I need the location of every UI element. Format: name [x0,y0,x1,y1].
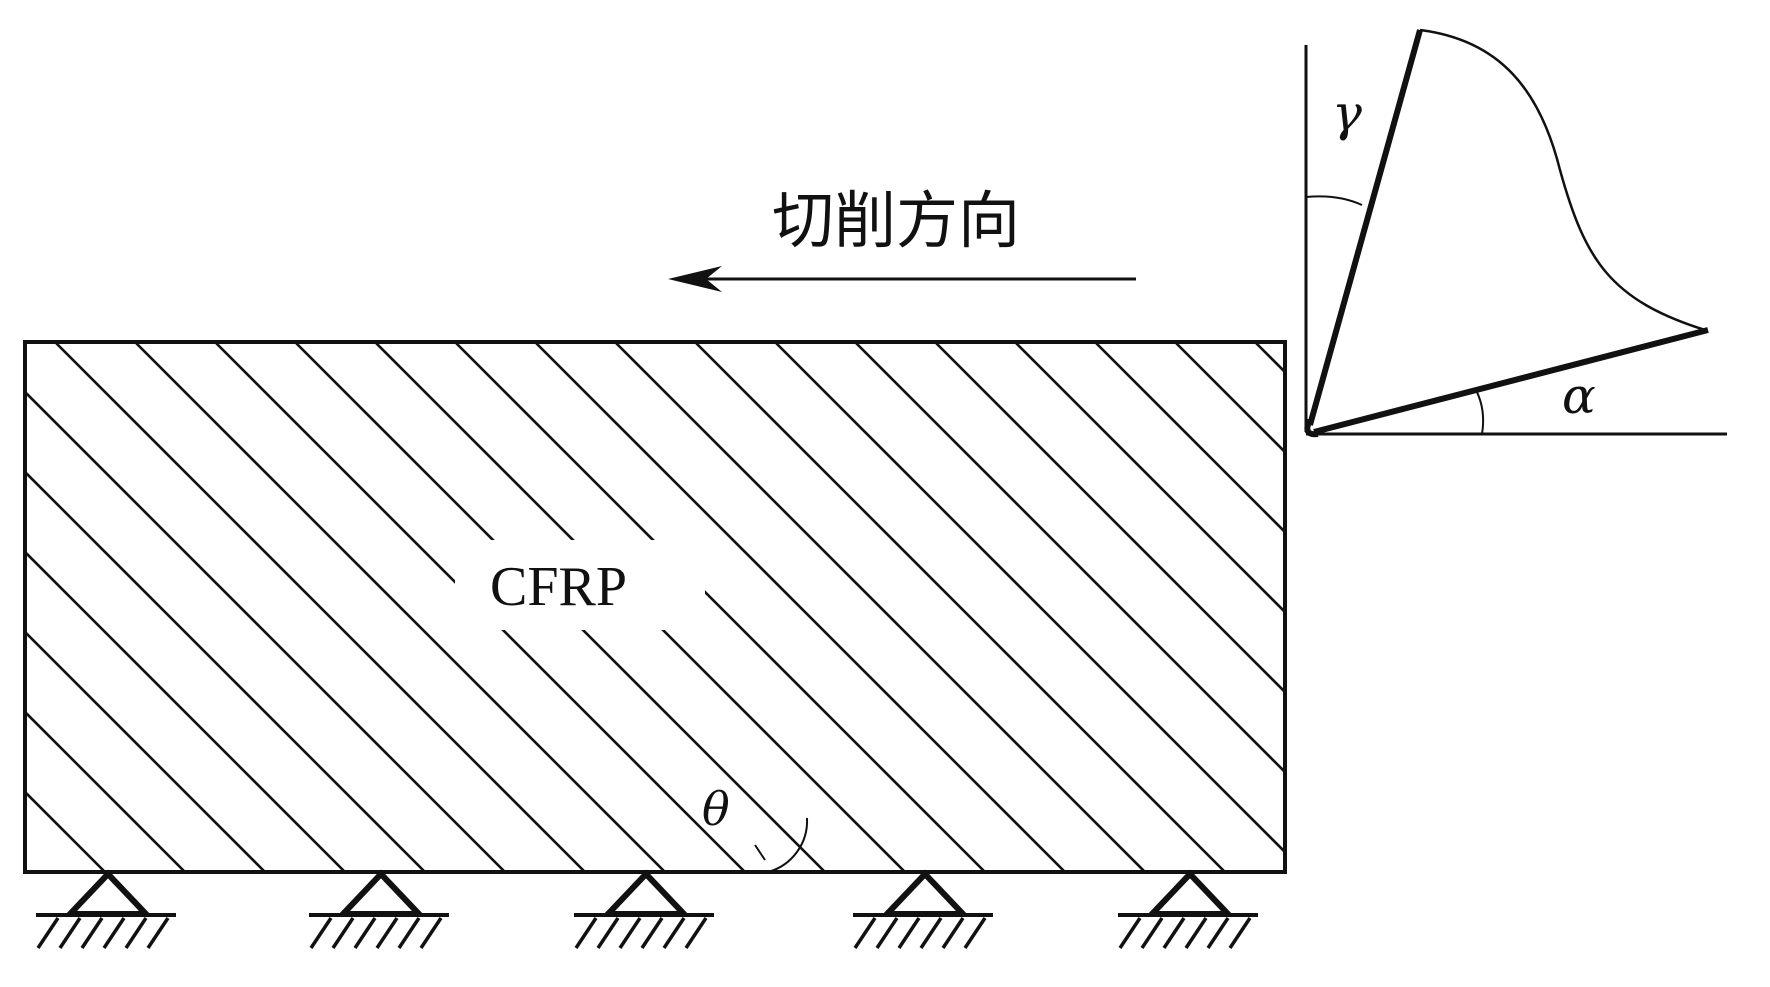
fiber-angle-ref-line [754,844,766,861]
support-ground-hatch [419,917,443,949]
fiber-line [694,342,1226,872]
fiber-line [54,342,586,872]
support-ground-hatch [1228,917,1252,949]
fiber-line [854,342,1285,774]
fiber-line [25,710,186,872]
support-ground-hatch [309,917,333,949]
tool-tip [1304,418,1319,438]
fiber-line [1094,342,1285,534]
support-ground-hatch [80,917,104,949]
clearance-angle-symbol: α [1562,367,1596,425]
fiber-line [454,342,986,872]
support-ground-hatch [574,917,598,949]
support-ground-hatch [853,917,877,949]
support-triangle [601,869,691,917]
pin-support [1118,869,1258,949]
support-ground-hatch [1206,917,1230,949]
support-ground-hatch [875,917,899,949]
fiber-line [1254,342,1285,374]
support-triangle [63,869,153,917]
support-ground-hatch [963,917,987,949]
fiber-angle-arc [767,817,809,873]
fiber-line [134,342,666,872]
pin-support [574,869,714,949]
cutting-tool: γ α [1304,28,1727,438]
support-ground-hatch [1162,917,1186,949]
support-ground-hatch [618,917,642,949]
support-ground-hatch [662,917,686,949]
support-triangle [880,869,970,917]
clearance-angle-arc [1475,389,1485,435]
support-ground-hatch [941,917,965,949]
support-ground-hatch [353,917,377,949]
support-ground-hatch [1118,917,1142,949]
fiber-line [25,630,266,872]
fiber-line [1174,342,1285,454]
fiber-line [934,342,1285,694]
fiber-line [25,790,106,872]
support-ground-hatch [375,917,399,949]
tool-back-curve [1419,28,1706,332]
fiber-line [1014,342,1285,614]
tool-clearance-face [1313,327,1709,435]
tool-rake-face [1307,29,1423,426]
support-ground-hatch [58,917,82,949]
support-ground-hatch [124,917,148,949]
pin-support [853,869,993,949]
pin-support [36,869,176,949]
support-triangle [1145,869,1235,917]
support-ground-hatch [331,917,355,949]
support-ground-hatch [684,917,708,949]
cutting-direction-arrow-head [668,266,722,292]
supports [36,869,1258,949]
cutting-direction-label: 切削方向 [772,184,1020,257]
fiber-angle-symbol: θ [702,782,730,836]
support-ground-hatch [36,917,60,949]
fiber-line [25,550,346,872]
support-triangle [336,869,426,917]
support-ground-hatch [897,917,921,949]
fiber-line [25,390,506,872]
fiber-line [614,342,1146,872]
support-ground-hatch [397,917,421,949]
pin-support [309,869,449,949]
fiber-line [774,342,1285,854]
support-ground-hatch [102,917,126,949]
support-ground-hatch [596,917,620,949]
fiber-line [25,470,426,872]
material-label-background [455,540,705,630]
fiber-line [25,870,26,872]
support-ground-hatch [146,917,170,949]
rake-angle-arc [1305,195,1363,206]
workpiece-block [23,340,1287,874]
support-ground-hatch [1140,917,1164,949]
fiber-line [534,342,1066,872]
material-label: CFRP [490,556,627,618]
rake-angle-symbol: γ [1332,84,1362,142]
support-ground-hatch [1184,917,1208,949]
fiber-hatching [25,342,1285,872]
support-ground-hatch [640,917,664,949]
support-ground-hatch [919,917,943,949]
